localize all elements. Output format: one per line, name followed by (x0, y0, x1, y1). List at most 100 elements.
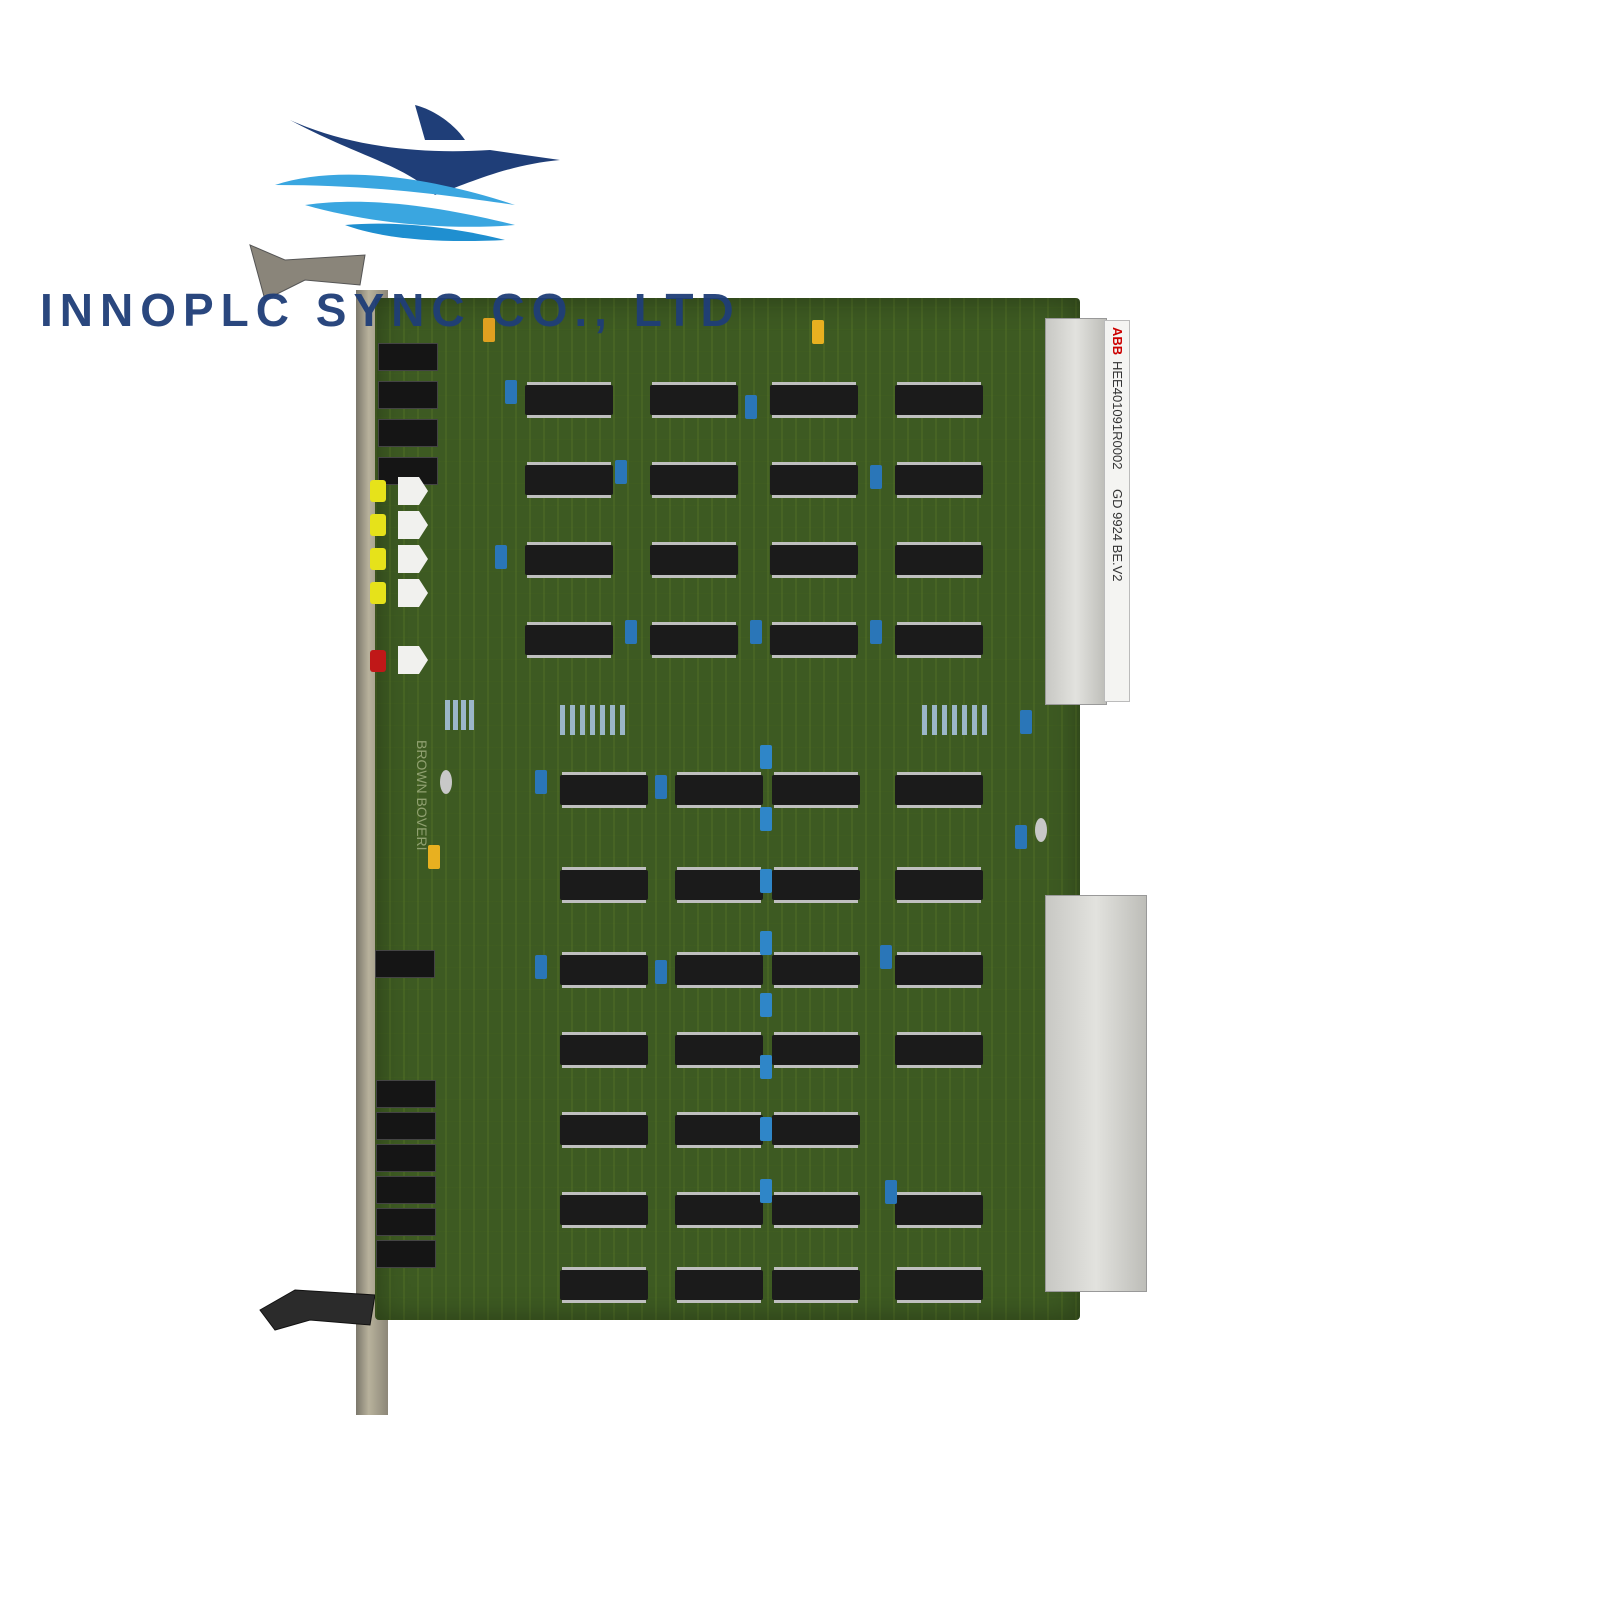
resistor (982, 705, 987, 735)
ic-chip (675, 775, 763, 805)
ic-chip (772, 1195, 860, 1225)
resistor (972, 705, 977, 735)
ic-chip (650, 465, 738, 495)
ic-chip (560, 1270, 648, 1300)
capacitor (535, 770, 547, 794)
capacitor (1015, 825, 1027, 849)
connector-header (375, 950, 435, 978)
ic-chip (772, 955, 860, 985)
resistor (922, 705, 927, 735)
silkscreen-text: BROWN BOVERI (414, 740, 430, 851)
ic-chip (525, 545, 613, 575)
ic-chip (772, 1115, 860, 1145)
model-label: GD 9924 BE.V2 (1110, 489, 1125, 582)
resistor (469, 700, 474, 730)
ic-chip (675, 1115, 763, 1145)
bottom-edge-connector (1045, 895, 1147, 1292)
ic-chip (895, 1270, 983, 1300)
led-yellow (370, 582, 386, 604)
switch (376, 1176, 436, 1204)
tantalum-capacitor (428, 845, 440, 869)
capacitor (885, 1180, 897, 1204)
part-number-label: HEE401091R0002 (1110, 361, 1125, 470)
switch (376, 1080, 436, 1108)
led-red (370, 650, 386, 672)
capacitor (745, 395, 757, 419)
led-yellow (370, 514, 386, 536)
capacitor (495, 545, 507, 569)
ic-chip (895, 1035, 983, 1065)
ic-chip (560, 955, 648, 985)
top-edge-connector (1045, 318, 1107, 705)
capacitor (760, 869, 772, 893)
ic-chip (560, 775, 648, 805)
capacitor (760, 745, 772, 769)
led-yellow (370, 548, 386, 570)
resistor (620, 705, 625, 735)
resistor (942, 705, 947, 735)
switch (376, 1208, 436, 1236)
ic-chip (895, 955, 983, 985)
capacitor (750, 620, 762, 644)
ic-chip (770, 465, 858, 495)
resistor (610, 705, 615, 735)
watermark-company-name: INNOPLC SYNC CO., LTD (40, 284, 741, 336)
switch (376, 1112, 436, 1140)
capacitor (760, 1179, 772, 1203)
brand-label: ABB (1110, 327, 1125, 356)
capacitor (760, 931, 772, 955)
ic-chip (525, 465, 613, 495)
switch (376, 1144, 436, 1172)
ic-chip (895, 385, 983, 415)
ic-chip (770, 625, 858, 655)
capacitor (760, 1117, 772, 1141)
capacitor (505, 380, 517, 404)
capacitor (760, 993, 772, 1017)
resistor (580, 705, 585, 735)
capacitor (760, 1055, 772, 1079)
switch (376, 1240, 436, 1268)
ic-chip (650, 545, 738, 575)
switch (378, 419, 438, 447)
ic-chip (560, 870, 648, 900)
logo-swoosh-icon (275, 105, 560, 242)
ic-chip (772, 1035, 860, 1065)
crystal (1035, 818, 1047, 842)
warning-sticker (483, 318, 495, 342)
resistor (461, 700, 466, 730)
ic-chip (675, 1270, 763, 1300)
ic-chip (895, 870, 983, 900)
capacitor (655, 960, 667, 984)
resistor (600, 705, 605, 735)
top-ejector-handle (249, 244, 366, 301)
capacitor (615, 460, 627, 484)
ic-chip (770, 545, 858, 575)
switch (378, 381, 438, 409)
product-label: ABB HEE401091R0002 GD 9924 BE.V2 (1104, 320, 1130, 702)
ic-chip (895, 545, 983, 575)
resistor (453, 700, 458, 730)
resistor (952, 705, 957, 735)
resistor (570, 705, 575, 735)
ic-chip (525, 625, 613, 655)
ic-chip (525, 385, 613, 415)
resistor (590, 705, 595, 735)
capacitor (870, 465, 882, 489)
resistor (932, 705, 937, 735)
crystal (440, 770, 452, 794)
circuit-board (375, 298, 1080, 1320)
capacitor (1020, 710, 1032, 734)
ic-chip (560, 1195, 648, 1225)
capacitor (760, 807, 772, 831)
ic-chip (895, 1195, 983, 1225)
capacitor (655, 775, 667, 799)
led-yellow (370, 480, 386, 502)
ic-chip (675, 870, 763, 900)
ic-chip (675, 1195, 763, 1225)
capacitor (535, 955, 547, 979)
resistor (560, 705, 565, 735)
bottom-ejector-handle (259, 1289, 376, 1331)
capacitor (870, 620, 882, 644)
ic-chip (650, 385, 738, 415)
switch (378, 343, 438, 371)
